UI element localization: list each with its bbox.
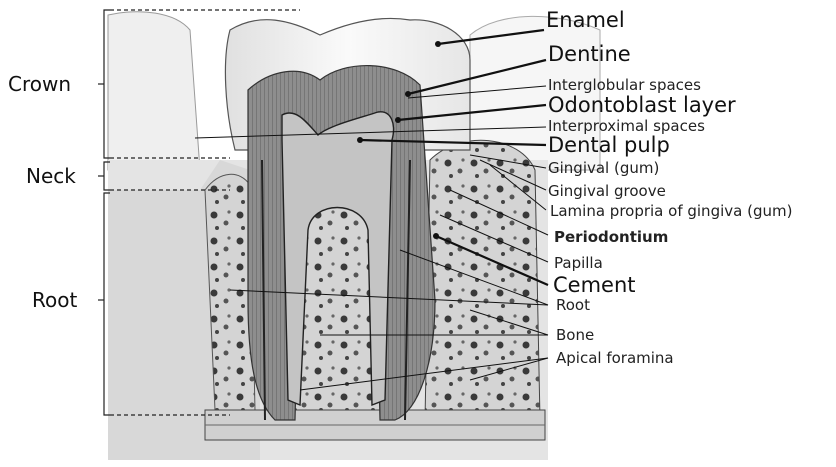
label-bone: Bone [556, 328, 594, 343]
label-interglobular-spaces: Interglobular spaces [548, 78, 701, 93]
region-label-neck: Neck [26, 166, 76, 186]
label-apical-foramina: Apical foramina [556, 351, 674, 366]
label-periodontium: Periodontium [554, 230, 668, 245]
label-dentine: Dentine [548, 44, 631, 65]
label-lamina-propria: Lamina propria of gingiva (gum) [550, 204, 792, 219]
label-papilla: Papilla [554, 256, 603, 271]
label-dental-pulp: Dental pulp [548, 135, 670, 156]
label-gingival-gum: Gingival (gum) [548, 161, 659, 176]
label-root: Root [556, 298, 590, 313]
label-enamel: Enamel [546, 10, 625, 31]
label-odontoblast-layer: Odontoblast layer [548, 95, 736, 116]
region-label-crown: Crown [8, 74, 71, 94]
label-interproximal-spaces: Interproximal spaces [548, 119, 705, 134]
region-label-root: Root [32, 290, 77, 310]
label-cement: Cement [553, 275, 636, 296]
label-gingival-groove: Gingival groove [548, 184, 666, 199]
